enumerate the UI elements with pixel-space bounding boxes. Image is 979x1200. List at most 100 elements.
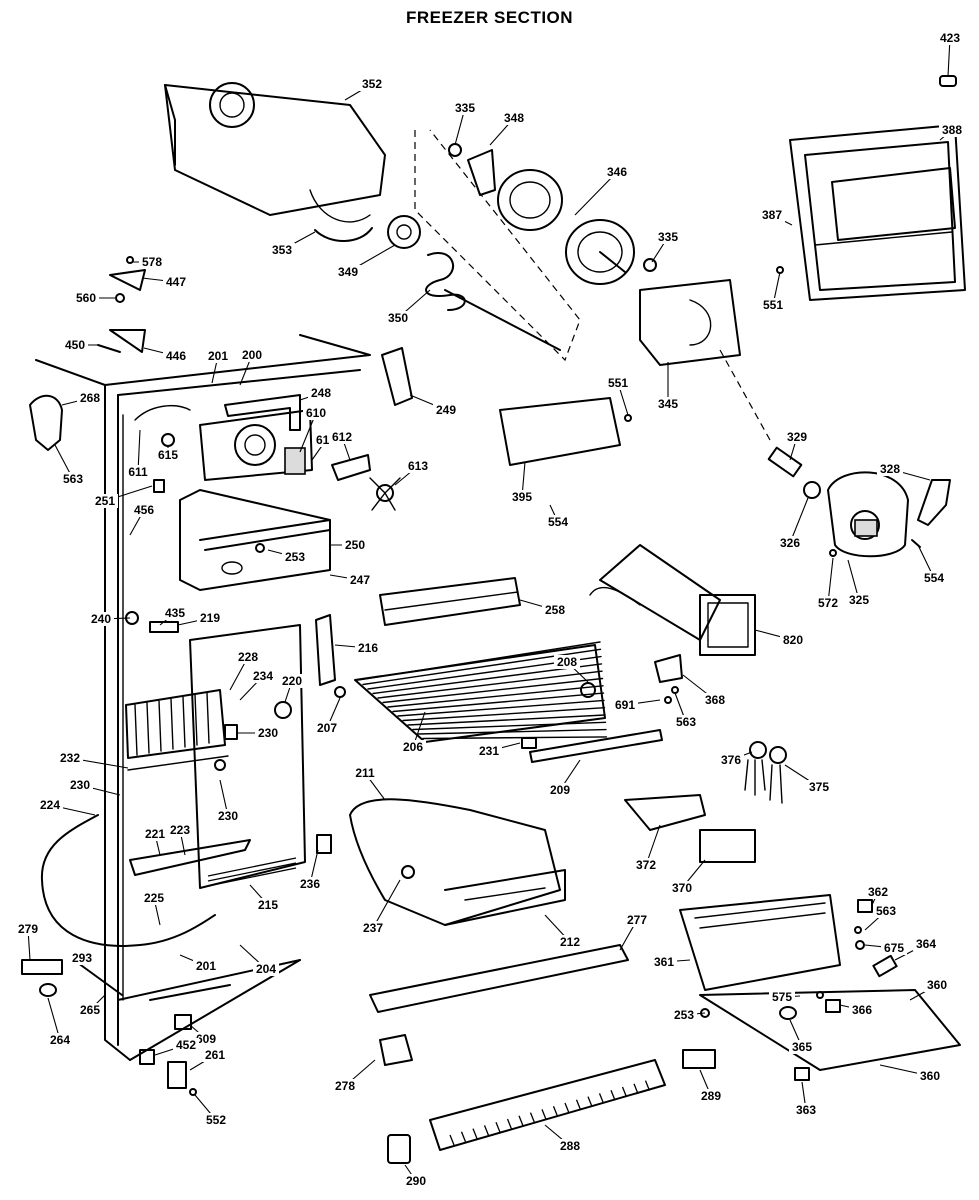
callout-bg-563 [60,472,86,486]
ice-bucket [164,82,386,223]
callout-bg-551 [760,298,786,312]
callout-bg-201 [205,349,231,363]
callout-label-446: 446 [166,349,186,363]
callout-bg-230 [67,778,93,792]
callout-label-201: 201 [196,959,216,973]
callout-label-221: 221 [145,827,165,841]
grill-slot [633,1083,639,1095]
callout-label-563: 563 [63,472,83,486]
callout-bg-560 [73,291,99,305]
leader-line-346 [574,171,618,216]
callout-label-456: 456 [134,503,154,517]
callout-bg-277 [624,913,650,927]
callout-bg-610 [303,406,329,420]
callout-label-675: 675 [884,941,904,955]
callout-bg-575 [769,990,795,1004]
callout-bg-363 [793,1103,819,1117]
callout-bg-249 [433,403,459,417]
callout-label-325: 325 [849,593,869,607]
diagram-title: FREEZER SECTION [405,8,574,27]
callout-bg-551 [605,376,631,390]
callout-label-346: 346 [607,165,627,179]
callout-bg-223 [167,823,193,837]
callout-label-364: 364 [916,937,936,951]
callout-bg-447 [163,275,189,289]
callout-label-231: 231 [479,744,499,758]
grill-slot [506,1118,513,1130]
callout-bg-288 [557,1139,583,1153]
callout-label-247: 247 [350,573,370,587]
callout-bg-353 [269,243,295,257]
callout-bg-258 [542,603,568,617]
callout-bg-366 [849,1003,875,1017]
callout-label-209: 209 [550,783,570,797]
callout-bg-208 [554,655,580,669]
callout-label-372: 372 [636,858,656,872]
callout-bg-372 [633,858,659,872]
callout-bg-348 [501,111,527,125]
bucket-wire-bail [314,227,373,242]
callout-bg-435 [162,606,188,620]
callout-label-293: 293 [72,951,92,965]
callout-bg-240 [88,612,114,626]
callout-label-237: 237 [363,921,383,935]
callout-label-228: 228 [238,650,258,664]
callout-label-348: 348 [504,111,524,125]
evaporator-cover-panel [189,624,306,889]
callout-label-278: 278 [335,1079,355,1093]
callout-label-360: 360 [927,978,947,992]
wire-shelf-rod [412,721,607,731]
grill-slot [483,1125,490,1136]
callout-bg-250 [342,538,368,552]
callout-label-365: 365 [792,1040,812,1054]
callout-bg-200 [239,348,265,362]
wire-shelf-frame [354,644,606,743]
callout-bg-251 [92,494,118,508]
callout-label-279: 279 [18,922,38,936]
callout-bg-368 [702,693,728,707]
callout-bg-279 [15,922,41,936]
callout-label-211: 211 [355,766,375,780]
callout-label-560: 560 [76,291,96,305]
callout-label-575: 575 [772,990,792,1004]
callout-label-375: 375 [809,780,829,794]
callout-bg-361 [651,955,677,969]
callout-bg-328 [877,462,903,476]
callout-bg-209 [547,783,573,797]
callout-bg-349 [335,265,361,279]
callout-bg-248 [308,386,334,400]
callout-label-360: 360 [920,1069,940,1083]
callout-bg-446 [163,349,189,363]
callout-bg-268 [77,391,103,405]
callout-label-611: 611 [128,465,148,479]
grill-slot [449,1134,455,1146]
grill-slot [644,1080,651,1091]
callout-bg-364 [913,937,939,951]
callout-bg-211 [352,766,378,780]
wire-shelf-rod [392,692,605,713]
callout-label-363: 363 [796,1103,816,1117]
lamp-423 [939,75,957,87]
callout-label-362: 362 [868,885,888,899]
callout-label-395: 395 [512,490,532,504]
callout-label-250: 250 [345,538,365,552]
callout-label-578: 578 [142,255,162,269]
callout-bg-554 [545,515,571,529]
callout-bg-335 [452,101,478,115]
callout-bg-450 [62,338,88,352]
callout-label-249: 249 [436,403,456,417]
leader-line-326 [789,497,809,544]
callout-label-230: 230 [258,726,278,740]
callout-label-265: 265 [80,1003,100,1017]
callout-bg-613 [405,459,431,473]
callout-bg-335 [655,230,681,244]
callout-label-219: 219 [200,611,220,625]
callout-label-251: 251 [95,494,115,508]
grill-slot [552,1105,559,1117]
leader-line-237 [372,879,401,929]
wire-shelf-rod [397,699,605,717]
callout-bg-289 [698,1089,724,1103]
callout-label-290: 290 [406,1174,426,1188]
callout-label-612: 612 [332,430,352,444]
